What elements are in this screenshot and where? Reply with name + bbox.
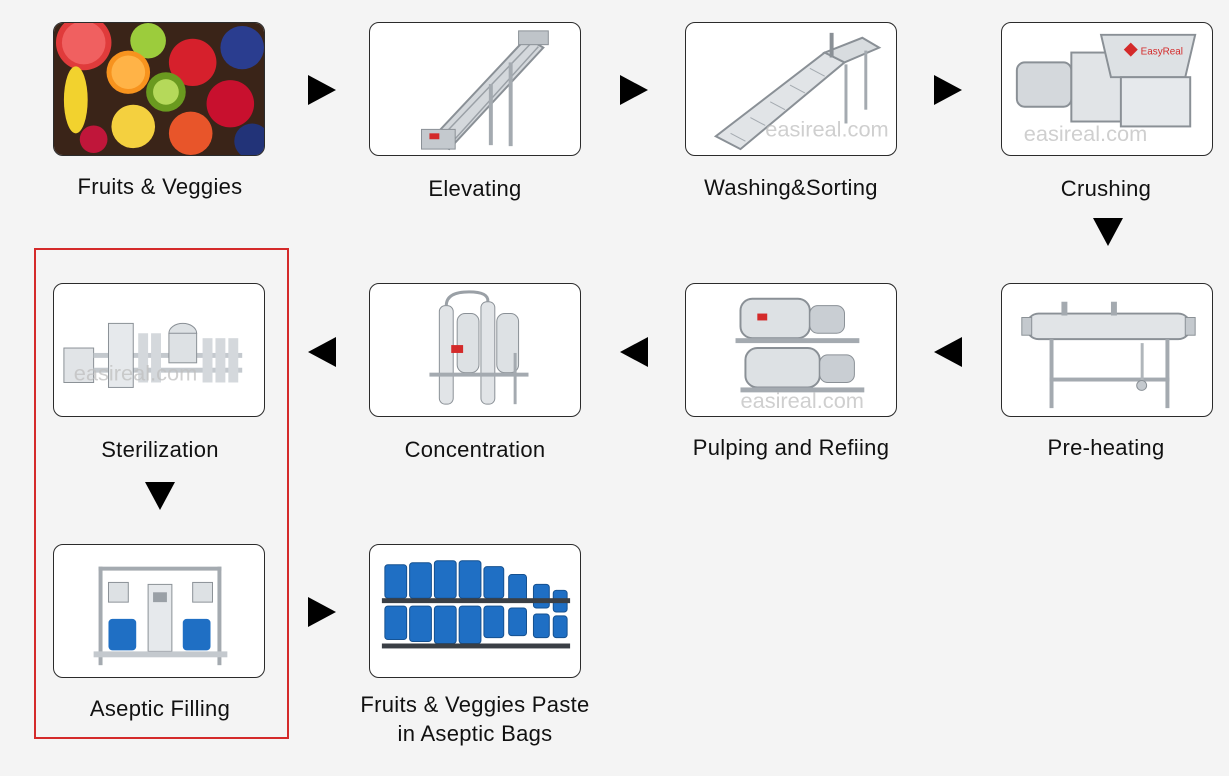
flow-arrow-left-1 <box>934 337 962 367</box>
step-label-crushing: Crushing <box>1060 176 1152 201</box>
step-image-aseptic-bags <box>369 544 581 678</box>
step-label-sterilization: Sterilization <box>101 437 219 462</box>
watermark-text: easireal.com <box>1024 121 1147 146</box>
step-image-concentration <box>369 283 581 417</box>
watermark-text: easireal.com <box>74 361 197 386</box>
step-image-pulping-refining: easireal.com <box>685 283 897 417</box>
step-image-washing-sorting: easireal.com <box>685 22 897 156</box>
step-label-pulping-refining: Pulping and Refiing <box>692 435 890 460</box>
step-image-pre-heating <box>1001 283 1213 417</box>
step-image-fruits-veggies <box>53 22 265 156</box>
step-label-pre-heating: Pre-heating <box>1047 435 1165 460</box>
step-label-washing-sorting: Washing&Sorting <box>704 175 878 200</box>
step-label-aseptic-bags-line1: Fruits & Veggies Paste <box>360 692 590 717</box>
step-label-fruits-veggies: Fruits & Veggies <box>77 174 243 199</box>
flow-arrow-right-4 <box>308 597 336 627</box>
flow-arrow-down-1 <box>1093 218 1123 246</box>
watermark-text: easireal.com <box>765 116 888 141</box>
flow-arrow-right-3 <box>934 75 962 105</box>
flow-arrow-right-2 <box>620 75 648 105</box>
step-label-aseptic-filling: Aseptic Filling <box>89 696 231 721</box>
flow-arrow-left-2 <box>620 337 648 367</box>
brand-badge-text: EasyReal <box>1141 47 1183 58</box>
step-image-sterilization: easireal.com <box>53 283 265 417</box>
flow-arrow-left-3 <box>308 337 336 367</box>
highlight-frame <box>34 248 289 739</box>
step-image-crushing: EasyReal easireal.com <box>1001 22 1213 156</box>
flow-arrow-right-1 <box>308 75 336 105</box>
step-image-elevating <box>369 22 581 156</box>
step-image-aseptic-filling <box>53 544 265 678</box>
step-label-aseptic-bags-line2: in Aseptic Bags <box>397 721 553 746</box>
watermark-text: easireal.com <box>740 388 863 413</box>
step-label-aseptic-bags: Fruits & Veggies Paste in Aseptic Bags <box>335 690 615 748</box>
step-label-concentration: Concentration <box>404 437 546 462</box>
flow-arrow-down-2 <box>145 482 175 510</box>
step-label-elevating: Elevating <box>428 176 522 201</box>
